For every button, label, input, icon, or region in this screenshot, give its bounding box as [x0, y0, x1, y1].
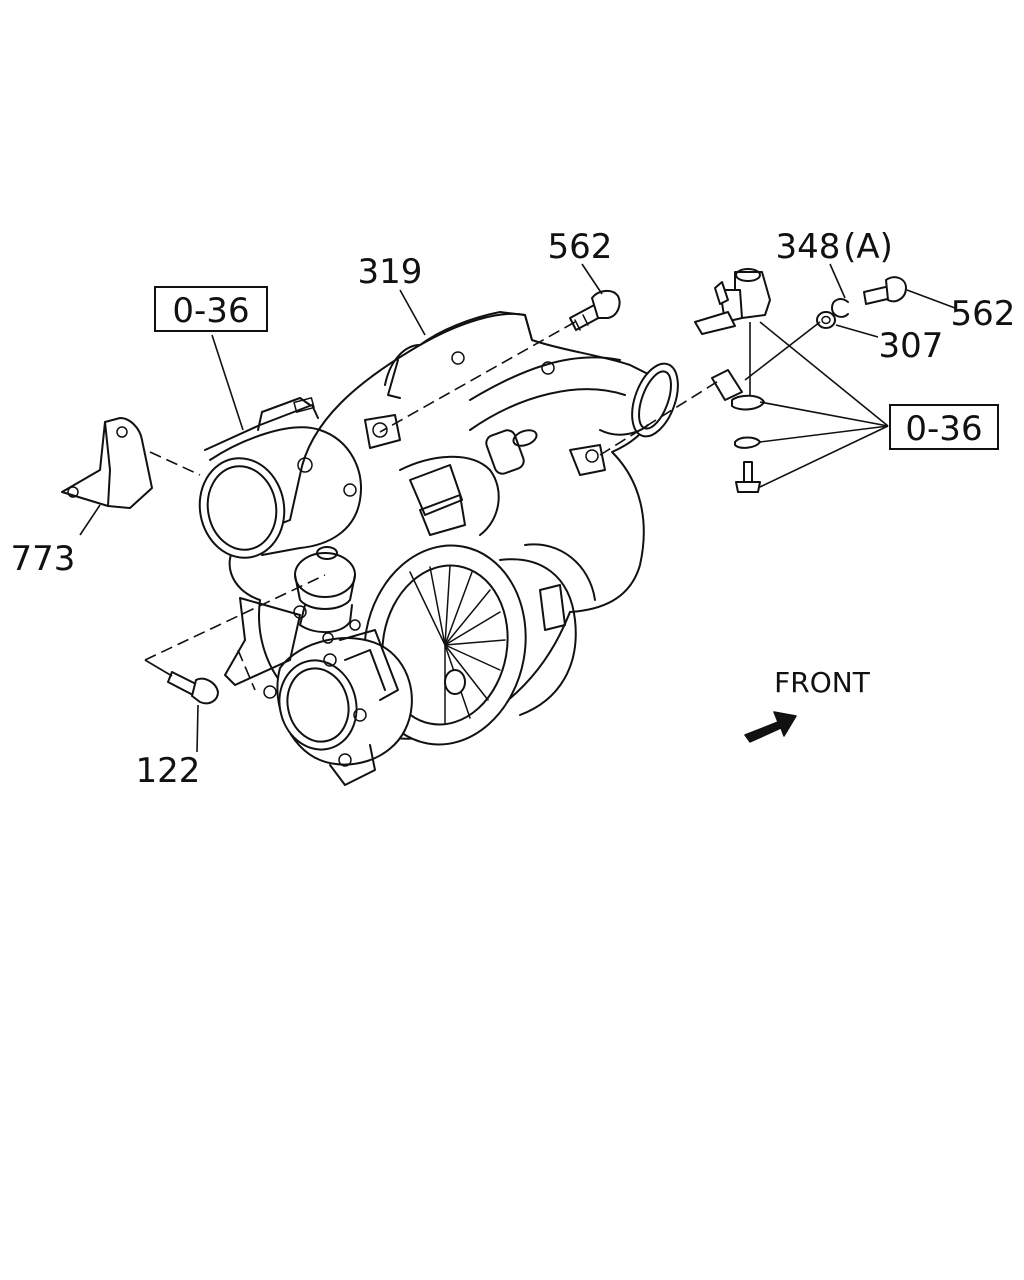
bolt-562-right: [863, 276, 907, 305]
bracket-773: [61, 417, 153, 509]
label-307: 307: [879, 326, 944, 366]
label-562-top: 562: [548, 227, 613, 267]
bolt-562-top: [569, 290, 621, 331]
washer-307: [816, 311, 836, 329]
label-319: 319: [358, 252, 423, 292]
label-348: 348: [776, 227, 841, 267]
ref-box-left: [154, 286, 268, 332]
label-773: 773: [11, 539, 76, 579]
fan-spokes: [409, 565, 506, 725]
ref-box-right: [889, 404, 999, 450]
label-348-suffix: (A): [843, 227, 893, 267]
front-arrow-icon: [744, 711, 797, 743]
front-label: FRONT: [774, 666, 871, 699]
label-122: 122: [136, 751, 201, 791]
mount-bracket: [711, 369, 765, 493]
bolt-122: [167, 671, 219, 705]
leader-lines: [79, 263, 956, 753]
ref-label-right: 0-36: [905, 409, 982, 449]
clip-348: [831, 298, 849, 318]
turbocharger-assembly: [198, 311, 679, 786]
solenoid-valve: [694, 268, 771, 400]
assembly-lines: [144, 321, 821, 677]
label-562-right: 562: [951, 294, 1016, 334]
ref-label-left: 0-36: [172, 291, 249, 331]
